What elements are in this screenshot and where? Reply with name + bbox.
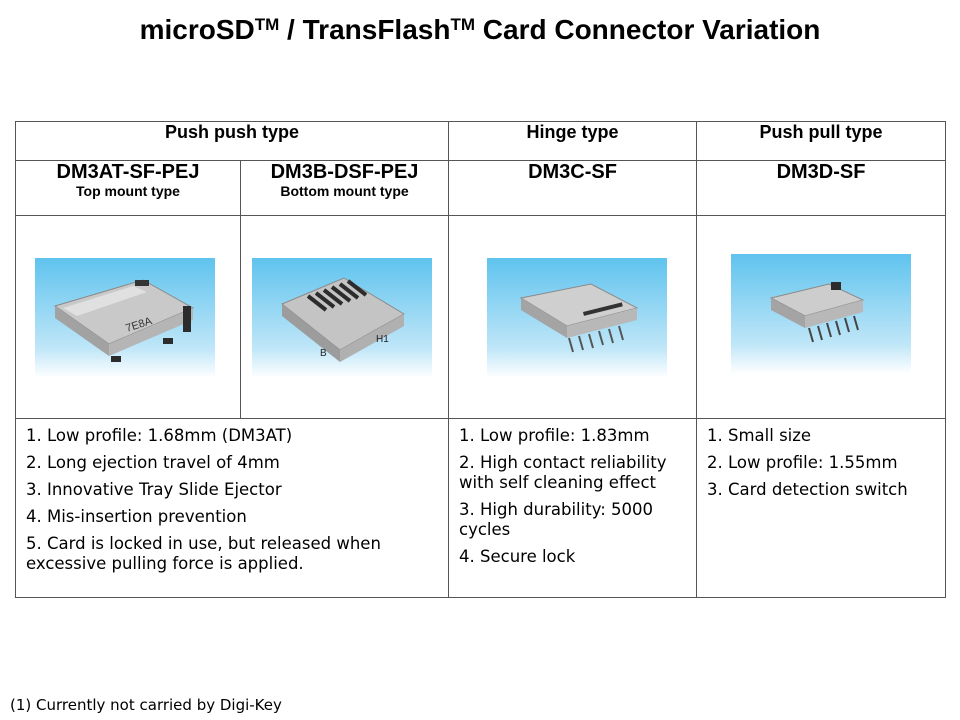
model-dm3c: DM3C-SF (448, 160, 698, 216)
dm3d-connector-photo (731, 254, 912, 374)
feature-item: 1. Low profile: 1.83mm (459, 426, 650, 445)
photo-cell-dm3at: 7E8A (15, 215, 241, 419)
model-dm3b: DM3B-DSF-PEJ Bottom mount type (239, 160, 450, 216)
feature-item: 3. High durability: 5000 cycles (459, 500, 654, 539)
feature-item: 3. Card detection switch (707, 480, 908, 499)
dm3c-connector-photo (487, 258, 668, 378)
header-push-push: Push push type (14, 121, 450, 161)
feature-item: 4. Secure lock (459, 547, 576, 566)
feature-item: 4. Mis-insertion prevention (26, 507, 247, 526)
page-title: microSDTM / TransFlashTM Card Connector … (139, 14, 821, 45)
model-dm3at: DM3AT-SF-PEJ Top mount type (15, 160, 241, 216)
feature-item: 2. High contact reliability with self cl… (459, 453, 667, 492)
features-hinge: 1. Low profile: 1.83mm 2. High contact r… (448, 418, 698, 598)
header-hinge: Hinge type (448, 121, 698, 161)
feature-item: 1. Low profile: 1.68mm (DM3AT) (26, 426, 293, 445)
feature-list-push-push: 1. Low profile: 1.68mm (DM3AT) 2. Long e… (16, 419, 448, 574)
model-name: DM3C-SF (528, 161, 617, 183)
features-push-pull: 1. Small size 2. Low profile: 1.55mm 3. … (696, 418, 947, 598)
feature-item: 2. Low profile: 1.55mm (707, 453, 898, 472)
model-name: DM3D-SF (776, 161, 866, 183)
model-row: DM3AT-SF-PEJ Top mount type DM3B-DSF-PEJ… (15, 160, 947, 216)
header-push-pull: Push pull type (696, 121, 947, 161)
dm3b-connector-photo: B H1 (252, 258, 432, 378)
feature-item: 3. Innovative Tray Slide Ejector (26, 480, 282, 499)
photo-row: 7E8A B H1 (15, 215, 947, 419)
features-push-push: 1. Low profile: 1.68mm (DM3AT) 2. Long e… (14, 418, 450, 598)
photo-cell-dm3b: B H1 (239, 215, 450, 419)
feature-item: 1. Small size (707, 426, 812, 445)
model-name: DM3AT-SF-PEJ (56, 161, 200, 183)
dm3b-marking-b: H1 (376, 334, 389, 345)
connector-table: Push push type Hinge type Push pull type… (14, 121, 947, 598)
type-header-row: Push push type Hinge type Push pull type (14, 121, 947, 161)
feature-list-hinge: 1. Low profile: 1.83mm 2. High contact r… (449, 419, 696, 567)
model-dm3d: DM3D-SF (696, 160, 947, 216)
model-subtitle: Bottom mount type (280, 183, 409, 199)
feature-item: 5. Card is locked in use, but released w… (26, 534, 381, 573)
model-name: DM3B-DSF-PEJ (270, 161, 419, 183)
feature-item: 2. Long ejection travel of 4mm (26, 453, 280, 472)
photo-cell-dm3c (448, 215, 698, 419)
photo-cell-dm3d (696, 215, 947, 419)
dm3at-connector-photo: 7E8A (35, 258, 215, 378)
feature-list-push-pull: 1. Small size 2. Low profile: 1.55mm 3. … (697, 419, 945, 500)
footnote: (1) Currently not carried by Digi-Key (10, 696, 282, 714)
feature-row: 1. Low profile: 1.68mm (DM3AT) 2. Long e… (14, 418, 947, 598)
model-subtitle: Top mount type (76, 183, 180, 199)
dm3b-marking-a: B (320, 348, 327, 359)
